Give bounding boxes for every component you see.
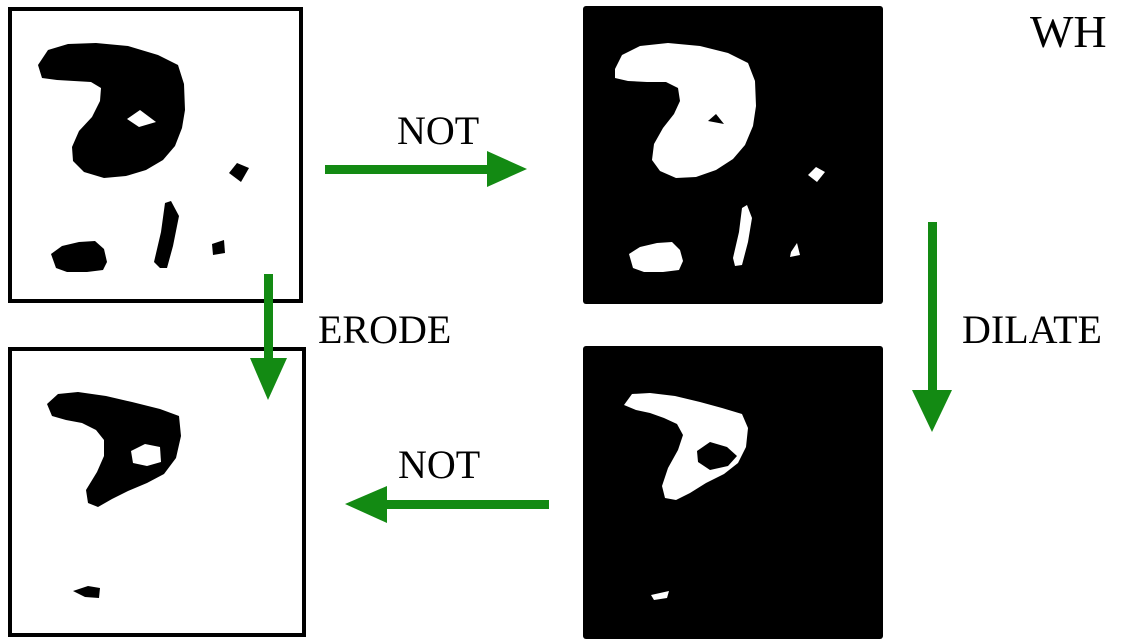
arrow-head	[250, 358, 287, 400]
blob-bottom-left	[51, 241, 107, 272]
arrow-shaft	[325, 165, 488, 174]
blob-main-hole	[127, 110, 156, 127]
panel-inverted	[583, 6, 883, 304]
blob-sliver	[733, 205, 752, 266]
label-dilate: DILATE	[962, 307, 1102, 352]
arrow-head	[912, 390, 952, 432]
panel-dilated-frame	[583, 346, 883, 639]
blob-bottom-left	[73, 586, 100, 598]
blob-main-hole	[708, 114, 724, 124]
blob-bottom-left	[629, 242, 683, 272]
blob-small	[790, 243, 800, 257]
blob-diamond	[229, 163, 249, 182]
arrow-erode	[250, 274, 287, 400]
blob-main	[615, 43, 756, 178]
panel-eroded	[8, 347, 306, 637]
arrow-not-top	[325, 151, 527, 187]
blob-diamond	[808, 167, 825, 182]
blob-bottom-left	[651, 591, 669, 600]
panel-original	[8, 7, 303, 303]
panel-dilated	[583, 346, 883, 639]
blob-main	[38, 43, 185, 178]
arrow-not-bottom	[345, 486, 549, 523]
panel-eroded-frame	[8, 347, 306, 637]
label-not-top: NOT	[397, 108, 479, 153]
arrow-head	[487, 151, 527, 187]
label-not-bottom: NOT	[398, 442, 480, 487]
blob-small	[212, 240, 225, 255]
blob-main	[47, 392, 181, 507]
title-text: WH	[1030, 6, 1107, 57]
blob-main	[624, 393, 748, 500]
arrow-shaft	[264, 274, 273, 360]
arrow-dilate	[912, 222, 952, 432]
blob-main-hole	[697, 442, 737, 470]
arrow-head	[345, 486, 387, 523]
arrow-shaft	[386, 500, 549, 509]
arrow-shaft	[928, 222, 937, 392]
blob-sliver	[154, 201, 179, 268]
label-erode: ERODE	[318, 307, 451, 352]
blob-main-hole	[131, 444, 161, 466]
